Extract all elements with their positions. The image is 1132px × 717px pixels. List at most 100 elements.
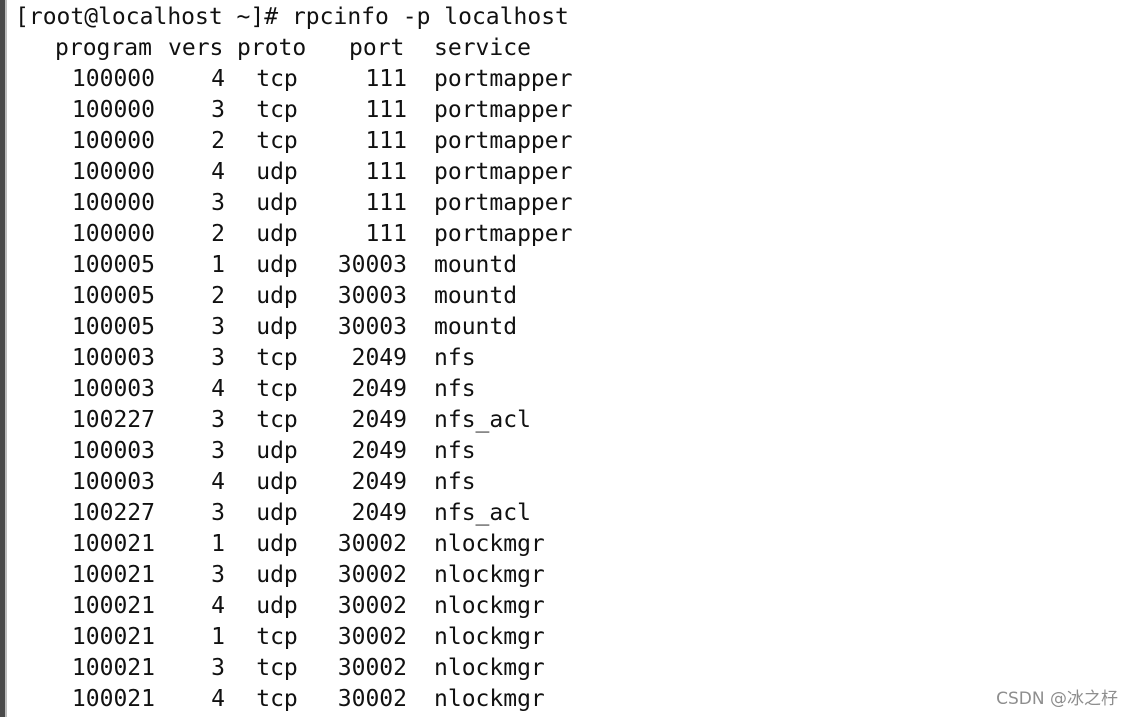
cell-port: 30002 [337,686,407,712]
cell-vers: 1 [211,531,225,557]
cell-service: nlockmgr [434,593,545,619]
cell-proto: udp [256,469,298,495]
cell-service: nlockmgr [434,655,545,681]
header-port: port [349,35,405,61]
cell-program: 100003 [71,438,155,464]
cell-vers: 2 [211,128,225,154]
cell-vers: 1 [211,252,225,278]
cell-vers: 3 [211,655,225,681]
cell-proto: tcp [256,345,298,371]
cell-vers: 2 [211,221,225,247]
header-service: service [434,35,531,61]
csdn-watermark: CSDN @冰之杍 [996,689,1118,709]
terminal-left-border-highlight [5,0,7,717]
cell-port: 2049 [351,345,407,371]
terminal-left-border [0,0,5,717]
table-row: 100000 4 tcp 111 portmapper [15,64,715,95]
cell-port: 111 [365,190,407,216]
cell-proto: tcp [256,686,298,712]
cell-vers: 3 [211,500,225,526]
cell-program: 100000 [71,66,155,92]
cell-program: 100021 [71,655,155,681]
cell-program: 100000 [71,190,155,216]
cell-port: 111 [365,159,407,185]
header-proto: proto [237,35,307,61]
cell-port: 30003 [337,283,407,309]
cell-port: 2049 [351,376,407,402]
cell-vers: 4 [211,593,225,619]
cell-vers: 3 [211,345,225,371]
cell-port: 111 [365,66,407,92]
cell-service: nfs [434,376,476,402]
cell-port: 30002 [337,531,407,557]
cell-program: 100227 [71,407,155,433]
cell-service: portmapper [434,97,573,123]
cell-service: nlockmgr [434,562,545,588]
cell-service: portmapper [434,128,573,154]
cell-port: 111 [365,128,407,154]
cell-program: 100021 [71,593,155,619]
cell-program: 100227 [71,500,155,526]
header-program: program [55,35,152,61]
cell-proto: udp [256,438,298,464]
cell-port: 2049 [351,438,407,464]
cell-vers: 1 [211,624,225,650]
cell-proto: udp [256,283,298,309]
cell-service: portmapper [434,159,573,185]
cell-program: 100005 [71,314,155,340]
cell-proto: tcp [256,655,298,681]
cell-program: 100003 [71,376,155,402]
cell-proto: udp [256,593,298,619]
cell-proto: udp [256,252,298,278]
cell-service: nfs [434,438,476,464]
cell-port: 2049 [351,469,407,495]
cell-program: 100000 [71,221,155,247]
table-row: 100003 4 tcp 2049 nfs [15,374,715,405]
cell-program: 100003 [71,469,155,495]
header-vers: vers [168,35,224,61]
table-row: 100000 3 udp 111 portmapper [15,188,715,219]
cell-service: mountd [434,283,518,309]
cell-service: portmapper [434,66,573,92]
cell-vers: 3 [211,407,225,433]
cell-proto: udp [256,531,298,557]
cell-proto: udp [256,562,298,588]
cell-port: 111 [365,221,407,247]
cell-program: 100021 [71,686,155,712]
cell-service: mountd [434,314,518,340]
cell-vers: 4 [211,376,225,402]
cell-vers: 4 [211,469,225,495]
cell-port: 30002 [337,593,407,619]
table-row: 100021 4 udp 30002 nlockmgr [15,591,715,622]
cell-program: 100005 [71,252,155,278]
cell-service: portmapper [434,190,573,216]
cell-port: 30002 [337,624,407,650]
cell-proto: tcp [256,66,298,92]
cell-service: nfs_acl [434,407,531,433]
cell-port: 30002 [337,655,407,681]
cell-proto: udp [256,190,298,216]
cell-service: nfs [434,345,476,371]
cell-vers: 4 [211,66,225,92]
cell-vers: 3 [211,190,225,216]
cell-proto: tcp [256,376,298,402]
cell-vers: 3 [211,562,225,588]
cell-port: 30003 [337,314,407,340]
cell-service: mountd [434,252,518,278]
cell-proto: udp [256,159,298,185]
